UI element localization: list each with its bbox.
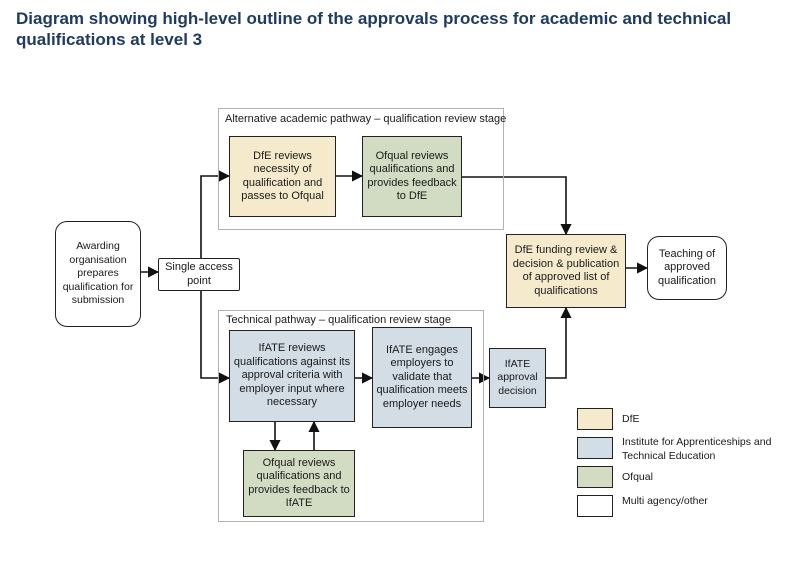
awarding-organisation-node: Awarding organisation prepares qualifica… [55, 221, 141, 327]
ifate-engages-node: IfATE engages employers to validate that… [372, 327, 472, 428]
legend-label-ofqual: Ofqual [622, 471, 653, 483]
legend-swatch-dfe [577, 408, 613, 430]
arrow-access-to-dfe [200, 170, 231, 258]
arrow-access-to-ifate [200, 290, 231, 384]
arrow-ofqual-to-funding [462, 176, 572, 236]
dfe-necessity-node: DfE reviews necessity of qualification a… [229, 136, 336, 217]
legend-label-dfe: DfE [622, 413, 640, 425]
ifate-reviews-node: IfATE reviews qualifications against its… [229, 330, 355, 422]
academic-stage-label: Alternative academic pathway – qualifica… [225, 113, 507, 125]
legend-label-other: Multi agency/other [622, 495, 708, 507]
legend-label-ifate: Institute for Apprenticeships and Techni… [622, 436, 772, 462]
single-access-point-node: Single access point [158, 258, 240, 291]
dfe-funding-node: DfE funding review & decision & publicat… [506, 234, 626, 308]
diagram-title: Diagram showing high-level outline of th… [16, 9, 732, 49]
academic-stage-frame [218, 108, 504, 230]
ifate-decision-node: IfATE approval decision [489, 348, 546, 408]
technical-stage-label: Technical pathway – qualification review… [226, 314, 452, 326]
arrow-decision-to-funding [546, 306, 572, 379]
legend-swatch-ifate [577, 437, 613, 459]
technical-stage-frame [218, 310, 484, 522]
legend-swatch-ofqual [577, 466, 613, 488]
legend-swatch-other [577, 495, 613, 517]
ofqual-academic-node: Ofqual reviews qualifications and provid… [362, 136, 462, 217]
ofqual-technical-node: Ofqual reviews qualifications and provid… [243, 450, 355, 517]
teaching-node: Teaching of approved qualification [647, 236, 727, 300]
